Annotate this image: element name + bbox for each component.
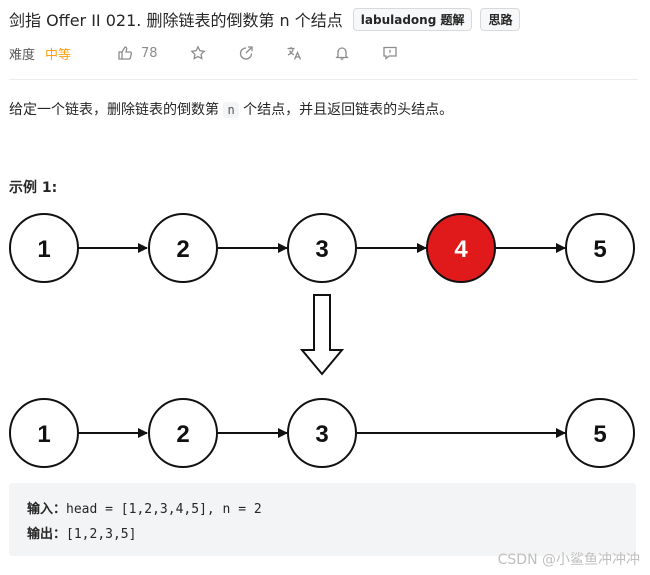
removed-node-4: 4 bbox=[426, 213, 496, 283]
linked-list-diagram: 1 2 3 4 5 1 2 3 5 bbox=[9, 213, 635, 468]
transform-down-arrow bbox=[299, 294, 345, 376]
description-after: 个结点，并且返回链表的头结点。 bbox=[243, 102, 454, 118]
share-button[interactable] bbox=[238, 45, 254, 61]
star-icon bbox=[189, 45, 206, 60]
title-row: 剑指 Offer II 021. 删除链表的倒数第 n 个结点 labulado… bbox=[9, 6, 521, 32]
before-node-3-label: 3 bbox=[315, 236, 328, 263]
before-node-1: 1 bbox=[9, 213, 79, 283]
solution-tag[interactable]: labuladong 题解 bbox=[352, 7, 473, 31]
divider bbox=[9, 79, 638, 80]
thumbs-up-icon bbox=[118, 46, 133, 60]
difficulty-label: 难度 bbox=[9, 47, 36, 63]
input-value: head = [1,2,3,4,5], n = 2 bbox=[66, 502, 262, 517]
watermark: CSDN @小鲨鱼冲冲冲 bbox=[497, 552, 640, 568]
share-icon bbox=[239, 46, 253, 60]
after-node-2-label: 2 bbox=[176, 421, 189, 448]
example-code-block: 输入：head = [1,2,3,4,5], n = 2 输出：[1,2,3,5… bbox=[9, 483, 636, 556]
after-node-1-label: 1 bbox=[37, 421, 50, 448]
before-node-5-label: 5 bbox=[593, 236, 606, 263]
bell-icon bbox=[335, 47, 349, 60]
input-label: 输入： bbox=[27, 502, 67, 517]
problem-description: 给定一个链表，删除链表的倒数第 n 个结点，并且返回链表的头结点。 bbox=[9, 99, 453, 119]
meta-row: 难度 中等 78 bbox=[9, 42, 398, 64]
output-value: [1,2,3,5] bbox=[66, 527, 137, 542]
like-count: 78 bbox=[141, 45, 158, 61]
after-node-5: 5 bbox=[565, 398, 635, 468]
before-node-1-label: 1 bbox=[37, 236, 50, 263]
description-code: n bbox=[223, 102, 239, 118]
translate-icon bbox=[287, 47, 301, 60]
after-node-5-label: 5 bbox=[593, 421, 606, 448]
before-node-3: 3 bbox=[287, 213, 357, 283]
removed-node-4-label: 4 bbox=[454, 236, 468, 263]
example-title: 示例 1: bbox=[9, 180, 58, 196]
after-node-3-label: 3 bbox=[315, 421, 328, 448]
before-node-2-label: 2 bbox=[176, 236, 189, 263]
feedback-button[interactable] bbox=[382, 45, 398, 61]
output-label: 输出： bbox=[27, 527, 67, 542]
input-line: 输入：head = [1,2,3,4,5], n = 2 bbox=[27, 498, 262, 517]
favorite-button[interactable] bbox=[189, 45, 206, 61]
before-node-5: 5 bbox=[565, 213, 635, 283]
subscribe-button[interactable] bbox=[334, 45, 350, 61]
translate-button[interactable] bbox=[286, 45, 302, 61]
problem-title: 剑指 Offer II 021. 删除链表的倒数第 n 个结点 bbox=[9, 11, 343, 30]
hint-tag[interactable]: 思路 bbox=[480, 7, 521, 31]
before-node-2: 2 bbox=[148, 213, 218, 283]
after-node-2: 2 bbox=[148, 398, 218, 468]
like-button[interactable]: 78 bbox=[117, 45, 158, 61]
after-node-1: 1 bbox=[9, 398, 79, 468]
output-line: 输出：[1,2,3,5] bbox=[27, 523, 136, 542]
after-node-3: 3 bbox=[287, 398, 357, 468]
difficulty-value: 中等 bbox=[45, 47, 72, 63]
description-before: 给定一个链表，删除链表的倒数第 bbox=[9, 102, 219, 118]
feedback-icon bbox=[382, 46, 397, 60]
